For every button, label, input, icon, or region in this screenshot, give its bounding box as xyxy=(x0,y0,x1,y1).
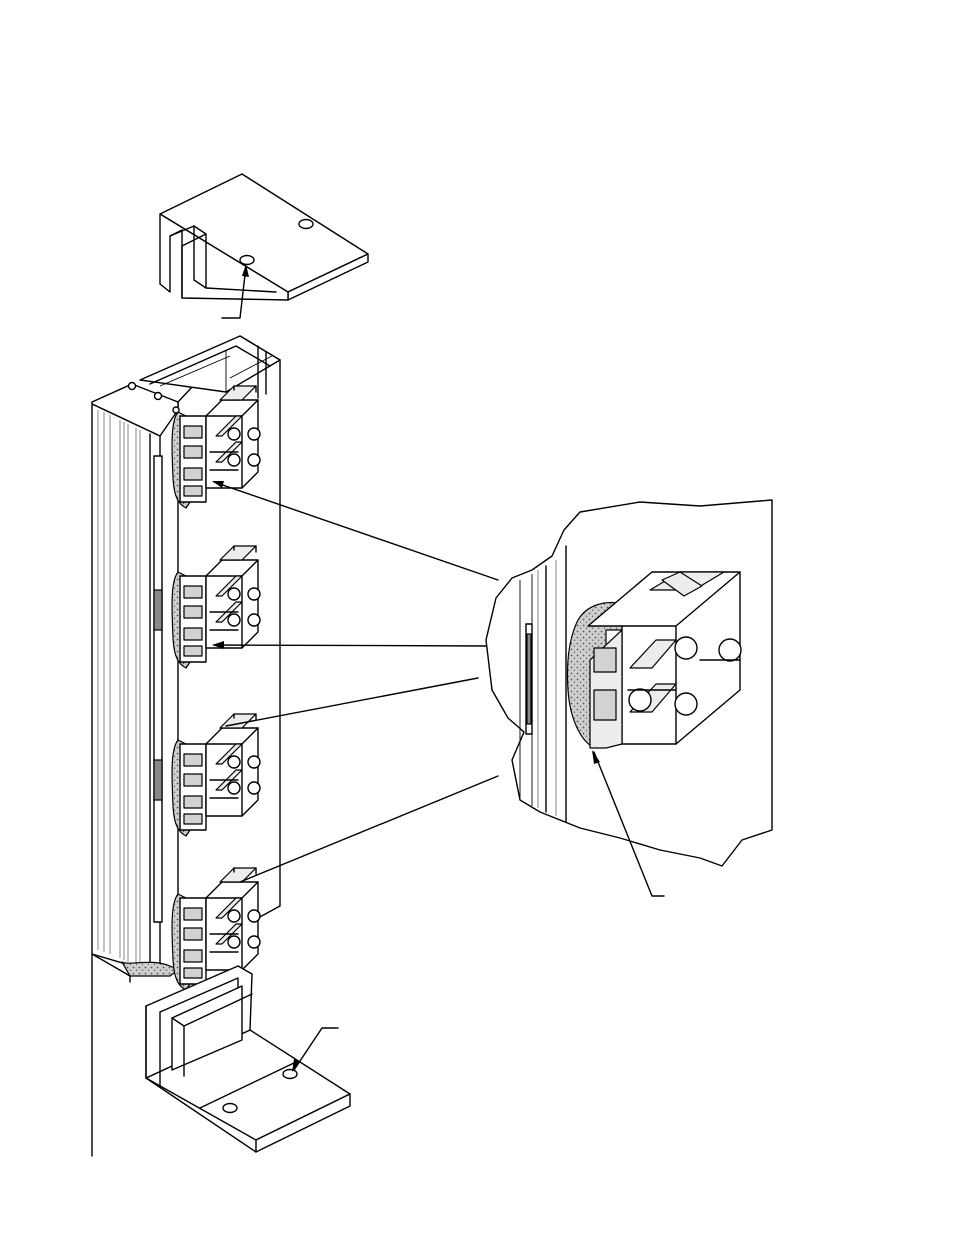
sc-duplex-adapter-1 xyxy=(172,386,260,508)
sc-duplex-adapter-2 xyxy=(172,546,260,668)
sc-duplex-adapter-3 xyxy=(172,714,260,836)
callout-leaders xyxy=(212,481,498,882)
bottom-bracket-hole-left xyxy=(223,1104,237,1113)
bottom-bracket-hole-right xyxy=(283,1070,297,1079)
bottom-bracket xyxy=(146,966,350,1152)
top-bracket-hole-front xyxy=(240,256,254,265)
top-bracket xyxy=(160,174,368,300)
top-bracket-hole-rear xyxy=(299,220,313,229)
detail-view xyxy=(486,500,772,866)
